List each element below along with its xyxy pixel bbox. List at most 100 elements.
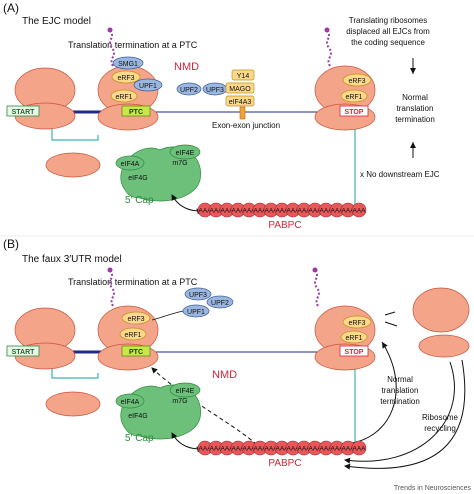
y14-label: Y14 — [237, 73, 250, 80]
ptc-box-b — [121, 345, 151, 357]
upf2-label-b: UPF2 — [211, 300, 229, 307]
polya-label: AAA — [198, 446, 212, 453]
eif4a3-label: eIF4A3 — [229, 99, 252, 106]
upf2-label: UPF2 — [180, 87, 198, 94]
panel-a-subtitle: Translation termination at a PTC — [68, 40, 198, 50]
panel-b-letter: (B) — [3, 237, 19, 251]
ribosome-start-b — [14, 307, 76, 370]
polya-label: AAA — [319, 446, 333, 453]
recycling-arrow-outer — [344, 359, 466, 470]
normal-line-2-a: translation — [397, 104, 434, 113]
polya-label: AAA — [319, 208, 333, 215]
pabpc-label-a: PABPC — [268, 220, 301, 231]
stop-codon-label-b: STOP — [345, 349, 364, 356]
eif4e-protein-b — [169, 382, 201, 398]
mago-label: MAGO — [229, 86, 251, 93]
eif4e-label-a: eIF4E — [176, 150, 195, 157]
polya-tail-b: AAAAAAAAAAAAAAAAAAAAAAAAAAAAAAAAAAAAAAAA… — [197, 440, 367, 456]
panel-a-letter: (A) — [3, 1, 19, 15]
start-codon-box-b — [6, 345, 40, 357]
ptc-label-b: PTC — [129, 349, 143, 356]
polya-label: AAA — [330, 446, 344, 453]
eif4a-protein-b — [115, 393, 145, 409]
recycling-arrow — [344, 361, 455, 464]
peptide-tip-stop-a — [324, 27, 330, 33]
polya-label: AAA — [220, 208, 234, 215]
stop-codon-box-a — [339, 105, 369, 117]
polya-label: AAA — [275, 208, 289, 215]
panel-a-title: The EJC model — [22, 16, 91, 27]
erf3-stop-label-a: eRF3 — [348, 78, 365, 85]
erf1-stop-protein-a — [340, 89, 368, 103]
eif4a-label-b: eIF4A — [121, 399, 140, 406]
upf1-erf3-link — [151, 310, 184, 321]
erf3-ptc-label-b: eRF3 — [127, 316, 144, 323]
polya-label: AAA — [242, 208, 256, 215]
start-codon-label-b: START — [12, 349, 36, 356]
erf1-ptc-label: eRF1 — [115, 94, 132, 101]
start-codon-box — [6, 105, 40, 117]
peptide-tip — [107, 27, 113, 33]
large-subunit-free — [412, 287, 470, 333]
note-line-1: Translating ribosomes — [349, 16, 427, 25]
journal-footer: Trends in Neurosciences — [394, 485, 472, 492]
erf1-ptc-label-b: eRF1 — [124, 332, 141, 339]
polya-label: AAA — [352, 208, 366, 215]
smg1-protein — [112, 56, 144, 70]
polya-tail-a: AAAAAAAAAAAAAAAAAAAAAAAAAAAAAAAAAAAAAAAA… — [197, 202, 367, 218]
upf2-protein — [176, 82, 202, 96]
nascent-peptide-stop-a — [326, 29, 332, 67]
nascent-peptide-b — [109, 269, 115, 307]
m7g-label-b: m7G — [172, 398, 187, 405]
erf1-ptc-protein — [110, 89, 138, 103]
eif4g-label-b: eIF4G — [128, 413, 147, 420]
eif4e-label-b: eIF4E — [176, 388, 195, 395]
nmd-dashed-arrow — [151, 367, 263, 451]
upf2-protein-b — [206, 295, 234, 309]
polya-label: AAA — [308, 208, 322, 215]
exon-junction-marker — [239, 106, 246, 120]
ptc-box — [121, 105, 151, 117]
erf1-stop-label-a: eRF1 — [345, 94, 362, 101]
erf1-stop-label-b: eRF1 — [345, 335, 362, 342]
normal-line-3-a: termination — [395, 115, 435, 124]
eif4e-protein-a — [169, 144, 201, 160]
polya-label: AAA — [308, 446, 322, 453]
three-utr-line — [345, 128, 356, 211]
small-subunit-free — [418, 334, 470, 358]
nascent-peptide — [109, 29, 115, 67]
dissociation-marks — [384, 311, 398, 327]
polya-label: AAA — [209, 446, 223, 453]
normal-line-2-b: translation — [382, 386, 419, 395]
polya-label: AAA — [341, 446, 355, 453]
stop-codon-box-b — [339, 345, 369, 357]
exon-junction-label: Exon-exon junction — [212, 121, 280, 130]
polya-label: AAA — [231, 446, 245, 453]
upf3-label: UPF3 — [206, 87, 224, 94]
upf1-label-b: UPF1 — [187, 309, 205, 316]
polya-label: AAA — [198, 208, 212, 215]
polya-label: AAA — [253, 446, 267, 453]
nmd-label-b: NMD — [212, 369, 237, 381]
recycling-line-1: Ribosome — [422, 413, 459, 422]
small-subunit-a — [45, 152, 101, 178]
polya-label: AAA — [220, 446, 234, 453]
polya-label: AAA — [286, 446, 300, 453]
erf3-stop-label-b: eRF3 — [348, 320, 365, 327]
normal-line-1-b: Normal — [387, 375, 413, 384]
polya-label: AAA — [209, 208, 223, 215]
panel-a: (A) The EJC model Translation terminatio… — [3, 1, 440, 231]
ribosome-start — [14, 67, 76, 130]
upf3-label-b: UPF3 — [189, 292, 207, 299]
y14-protein — [231, 69, 255, 81]
cap-linker-line-b — [51, 366, 99, 379]
termination-arrow — [344, 341, 397, 445]
erf3-stop-protein-a — [342, 73, 372, 87]
eif4a3-protein — [225, 95, 255, 107]
nmd-label-a: NMD — [174, 61, 199, 73]
polya-label: AAA — [330, 208, 344, 215]
upf1-label: UPF1 — [139, 83, 157, 90]
panel-b: (B) The faux 3′UTR model Translation ter… — [3, 237, 470, 470]
note-line-2: displaced all EJCs from — [346, 27, 430, 36]
smg1-label: SMG1 — [118, 61, 138, 68]
